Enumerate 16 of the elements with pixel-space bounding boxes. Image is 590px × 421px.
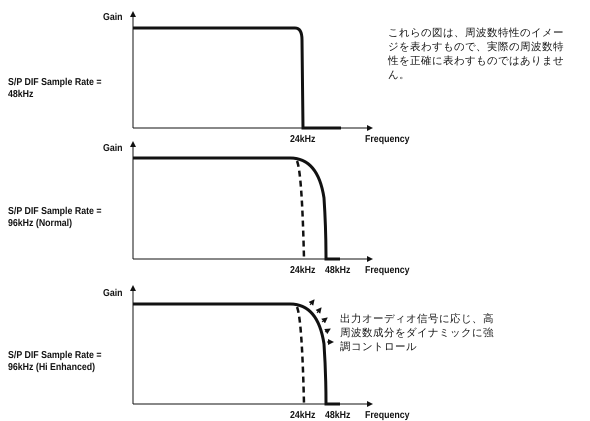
tick-label: 48kHz [325,410,350,421]
tick-label: 24kHz [290,410,316,421]
axis-label: Frequency [365,410,410,421]
axis-label: Gain [103,143,123,155]
tick-label: 24kHz [290,265,316,277]
tick-label: 48kHz [325,265,350,277]
axis-label: Gain [103,288,123,300]
sample-rate-label: S/P DIF Sample Rate = 96kHz (Hi Enhanced) [8,350,102,374]
axis-label: Frequency [365,265,410,277]
tick-label: 24kHz [290,134,316,146]
sample-rate-label: S/P DIF Sample Rate = 96kHz (Normal) [8,206,102,230]
axis-label: Frequency [365,134,410,146]
axis-label: Gain [103,12,123,24]
sample-rate-label: S/P DIF Sample Rate = 48kHz [8,77,102,101]
note-text: これらの図は、周波数特性のイメージを表わすもので、実際の周波数特性を正確に表わすものではありません。 [388,26,565,82]
note-text: 出力オーディオ信号に応じ、高周波数成分をダイナミックに強調コントロール [340,312,495,354]
